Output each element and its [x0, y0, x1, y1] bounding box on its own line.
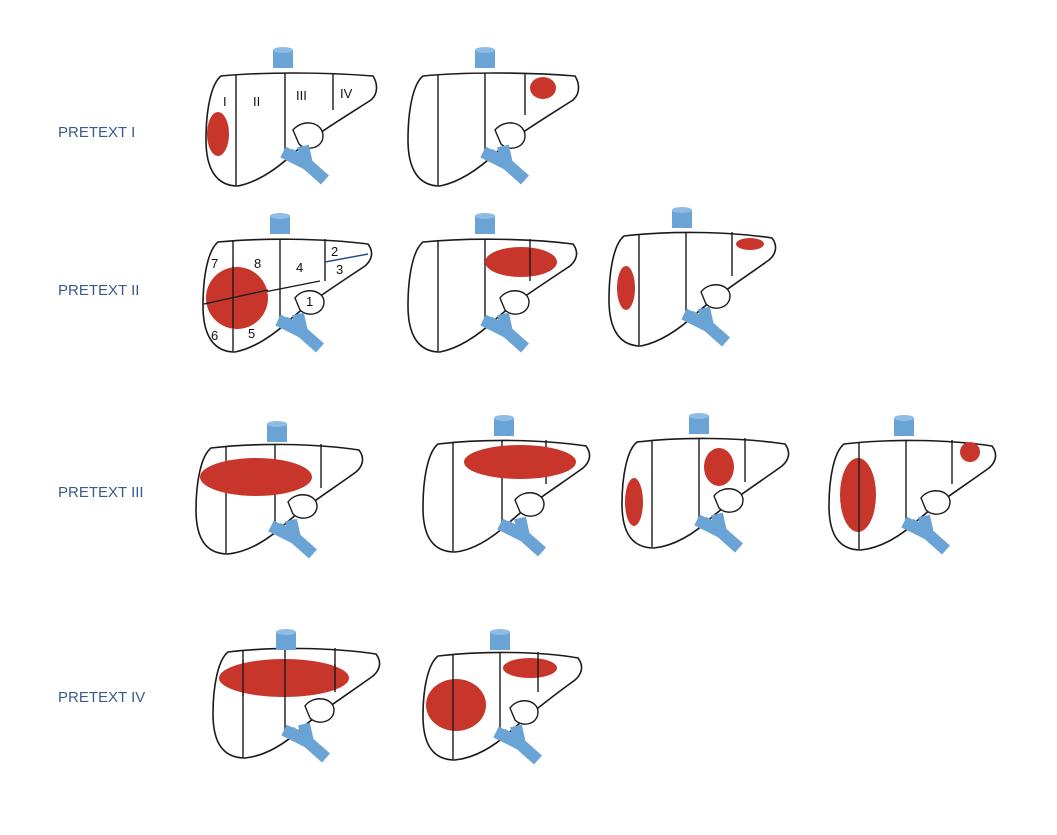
tumor — [617, 266, 635, 310]
row-label-pretext-iii: PRETEXT III — [58, 484, 144, 501]
tumor — [206, 267, 268, 329]
tumor — [625, 478, 643, 526]
liver-diagram — [422, 415, 591, 552]
liver-diagram — [407, 47, 580, 187]
segment-label-3: 3 — [336, 262, 343, 277]
tumor — [503, 658, 557, 678]
segment-label-5: 5 — [248, 326, 255, 341]
liver-diagram — [195, 421, 364, 554]
liver-diagram: 7 8 4 2 3 1 6 5 — [202, 213, 373, 352]
tumor — [426, 679, 486, 731]
tumor — [704, 448, 734, 486]
segment-label-6: 6 — [211, 328, 218, 343]
segment-label-7: 7 — [211, 256, 218, 271]
liver-diagram — [212, 629, 381, 758]
tumor — [530, 77, 556, 99]
tumor — [464, 445, 576, 479]
liver-diagram: I II III IV — [205, 47, 378, 187]
row-label-pretext-i: PRETEXT I — [58, 124, 135, 141]
tumor — [219, 659, 349, 697]
sector-label-ii: II — [253, 94, 260, 109]
segment-label-1: 1 — [306, 294, 313, 309]
liver-diagram — [407, 213, 578, 352]
tumor — [960, 442, 980, 462]
liver-diagram — [828, 415, 997, 550]
segment-label-8: 8 — [254, 256, 261, 271]
liver-diagram — [621, 413, 790, 548]
segment-label-2: 2 — [331, 244, 338, 259]
row-label-pretext-ii: PRETEXT II — [58, 282, 139, 299]
tumor — [207, 112, 229, 156]
sector-label-i: I — [223, 94, 227, 109]
segment-label-4: 4 — [296, 260, 303, 275]
tumor — [840, 458, 876, 532]
row-label-pretext-iv: PRETEXT IV — [58, 689, 145, 706]
sector-label-iii: III — [296, 88, 307, 103]
tumor — [485, 247, 557, 277]
tumor — [200, 458, 312, 496]
tumor — [736, 238, 764, 250]
liver-diagram — [608, 207, 777, 346]
liver-diagram — [422, 629, 583, 760]
sector-label-iv: IV — [340, 86, 353, 101]
